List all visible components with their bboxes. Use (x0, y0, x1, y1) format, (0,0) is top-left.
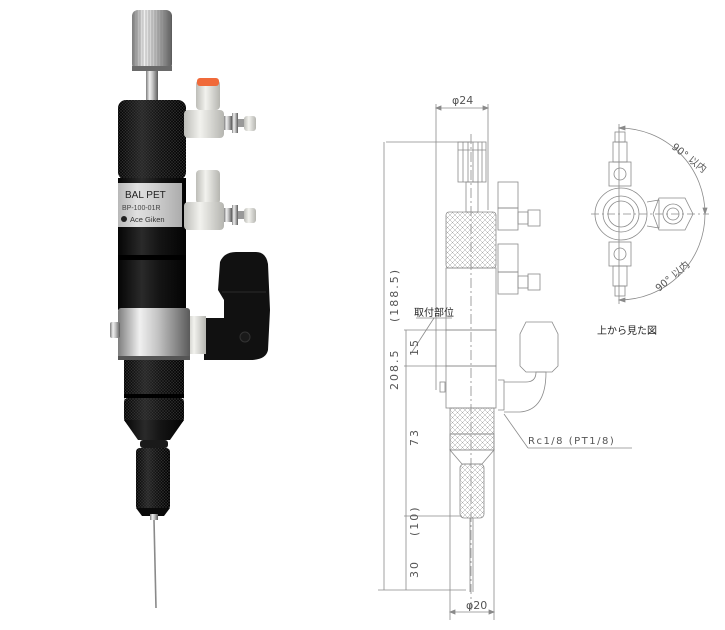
dim-mount-text: 15 (408, 338, 421, 356)
adjustment-knob (132, 10, 172, 101)
angle-lower-text: 90° 以内 (653, 258, 693, 294)
port-thread-label: Rc1/8 (PT1/8) (528, 436, 615, 447)
lower-body (124, 360, 184, 448)
angle-upper-text: 90° 以内 (669, 140, 709, 175)
material-elbow-fitting (186, 252, 270, 360)
upper-air-fitting (184, 78, 256, 138)
mount-position-label: 取付部位 (414, 306, 454, 319)
maker-logo-icon (121, 216, 127, 222)
dispensing-needle (153, 519, 157, 609)
nozzle-holder (136, 448, 170, 520)
dim-tip-ref-text: (10) (408, 505, 421, 536)
dim-needle-text: 30 (408, 560, 421, 578)
dispenser-valve-illustration: BAL PET BP-100-01R Ace Giken (110, 10, 270, 609)
technical-drawing-side-view: φ24 φ20 208.5 (188.5) 15 73 (10) 30 取付部位… (370, 90, 650, 626)
dim-lower-text: 73 (408, 428, 421, 446)
label-maker: Ace Giken (130, 215, 165, 224)
mounting-collar (110, 308, 190, 360)
lower-air-fitting (184, 170, 256, 230)
label-brand: BAL PET (125, 190, 166, 201)
product-label: BAL PET BP-100-01R Ace Giken (118, 183, 182, 227)
technical-drawing-top-view: 90° 以内 90° 以内 上から見た図 (585, 120, 725, 340)
dim-total-ref-text: (188.5) (388, 268, 401, 322)
top-diameter-text: φ24 (452, 94, 473, 107)
bottom-diameter-text: φ20 (466, 599, 487, 612)
label-model: BP-100-01R (122, 205, 161, 212)
product-photo: BAL PET BP-100-01R Ace Giken (100, 0, 280, 626)
dim-total-text: 208.5 (388, 349, 401, 391)
top-view-caption: 上から見た図 (597, 325, 657, 337)
